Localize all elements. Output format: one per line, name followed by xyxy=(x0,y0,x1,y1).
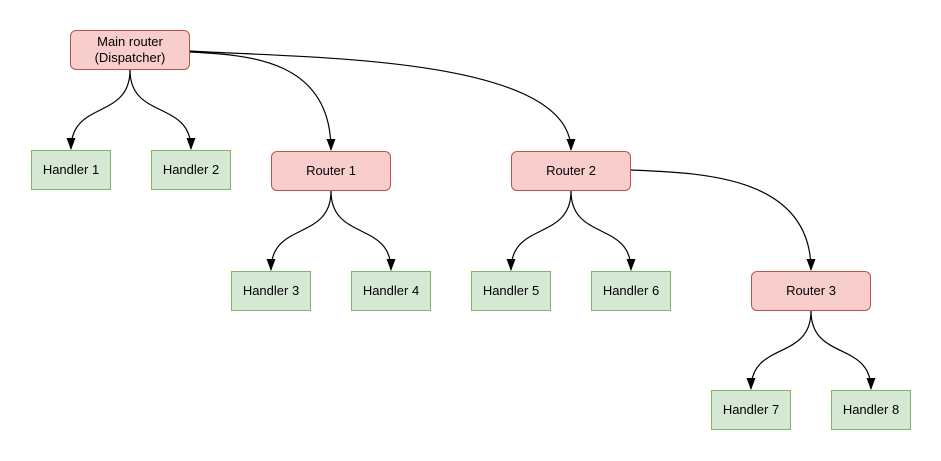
node-handler-7: Handler 7 xyxy=(711,390,791,430)
edge-main-router-to-handler-2 xyxy=(129,69,196,150)
edge-main-router-to-router-2 xyxy=(189,50,576,151)
edge-main-router-to-router-1 xyxy=(189,51,336,151)
edge-router-1-to-handler-4 xyxy=(330,190,396,271)
edge-router-2-to-handler-6 xyxy=(570,190,636,271)
node-router-2: Router 2 xyxy=(511,151,631,191)
edge-main-router-to-handler-1 xyxy=(66,69,131,150)
node-router-1: Router 1 xyxy=(271,151,391,191)
node-handler-4: Handler 4 xyxy=(351,271,431,311)
edge-router-3-to-handler-7 xyxy=(746,310,812,390)
edge-router-2-to-router-3 xyxy=(630,169,816,271)
node-main-router: Main router (Dispatcher) xyxy=(70,30,190,70)
node-handler-8: Handler 8 xyxy=(831,390,911,430)
node-handler-3: Handler 3 xyxy=(231,271,311,311)
edge-router-1-to-handler-3 xyxy=(266,190,332,271)
node-handler-5: Handler 5 xyxy=(471,271,551,311)
node-router-3: Router 3 xyxy=(751,271,871,311)
node-handler-2: Handler 2 xyxy=(151,150,231,190)
node-handler-1: Handler 1 xyxy=(31,150,111,190)
node-handler-6: Handler 6 xyxy=(591,271,671,311)
edge-router-2-to-handler-5 xyxy=(506,190,572,271)
edge-router-3-to-handler-8 xyxy=(810,310,876,390)
